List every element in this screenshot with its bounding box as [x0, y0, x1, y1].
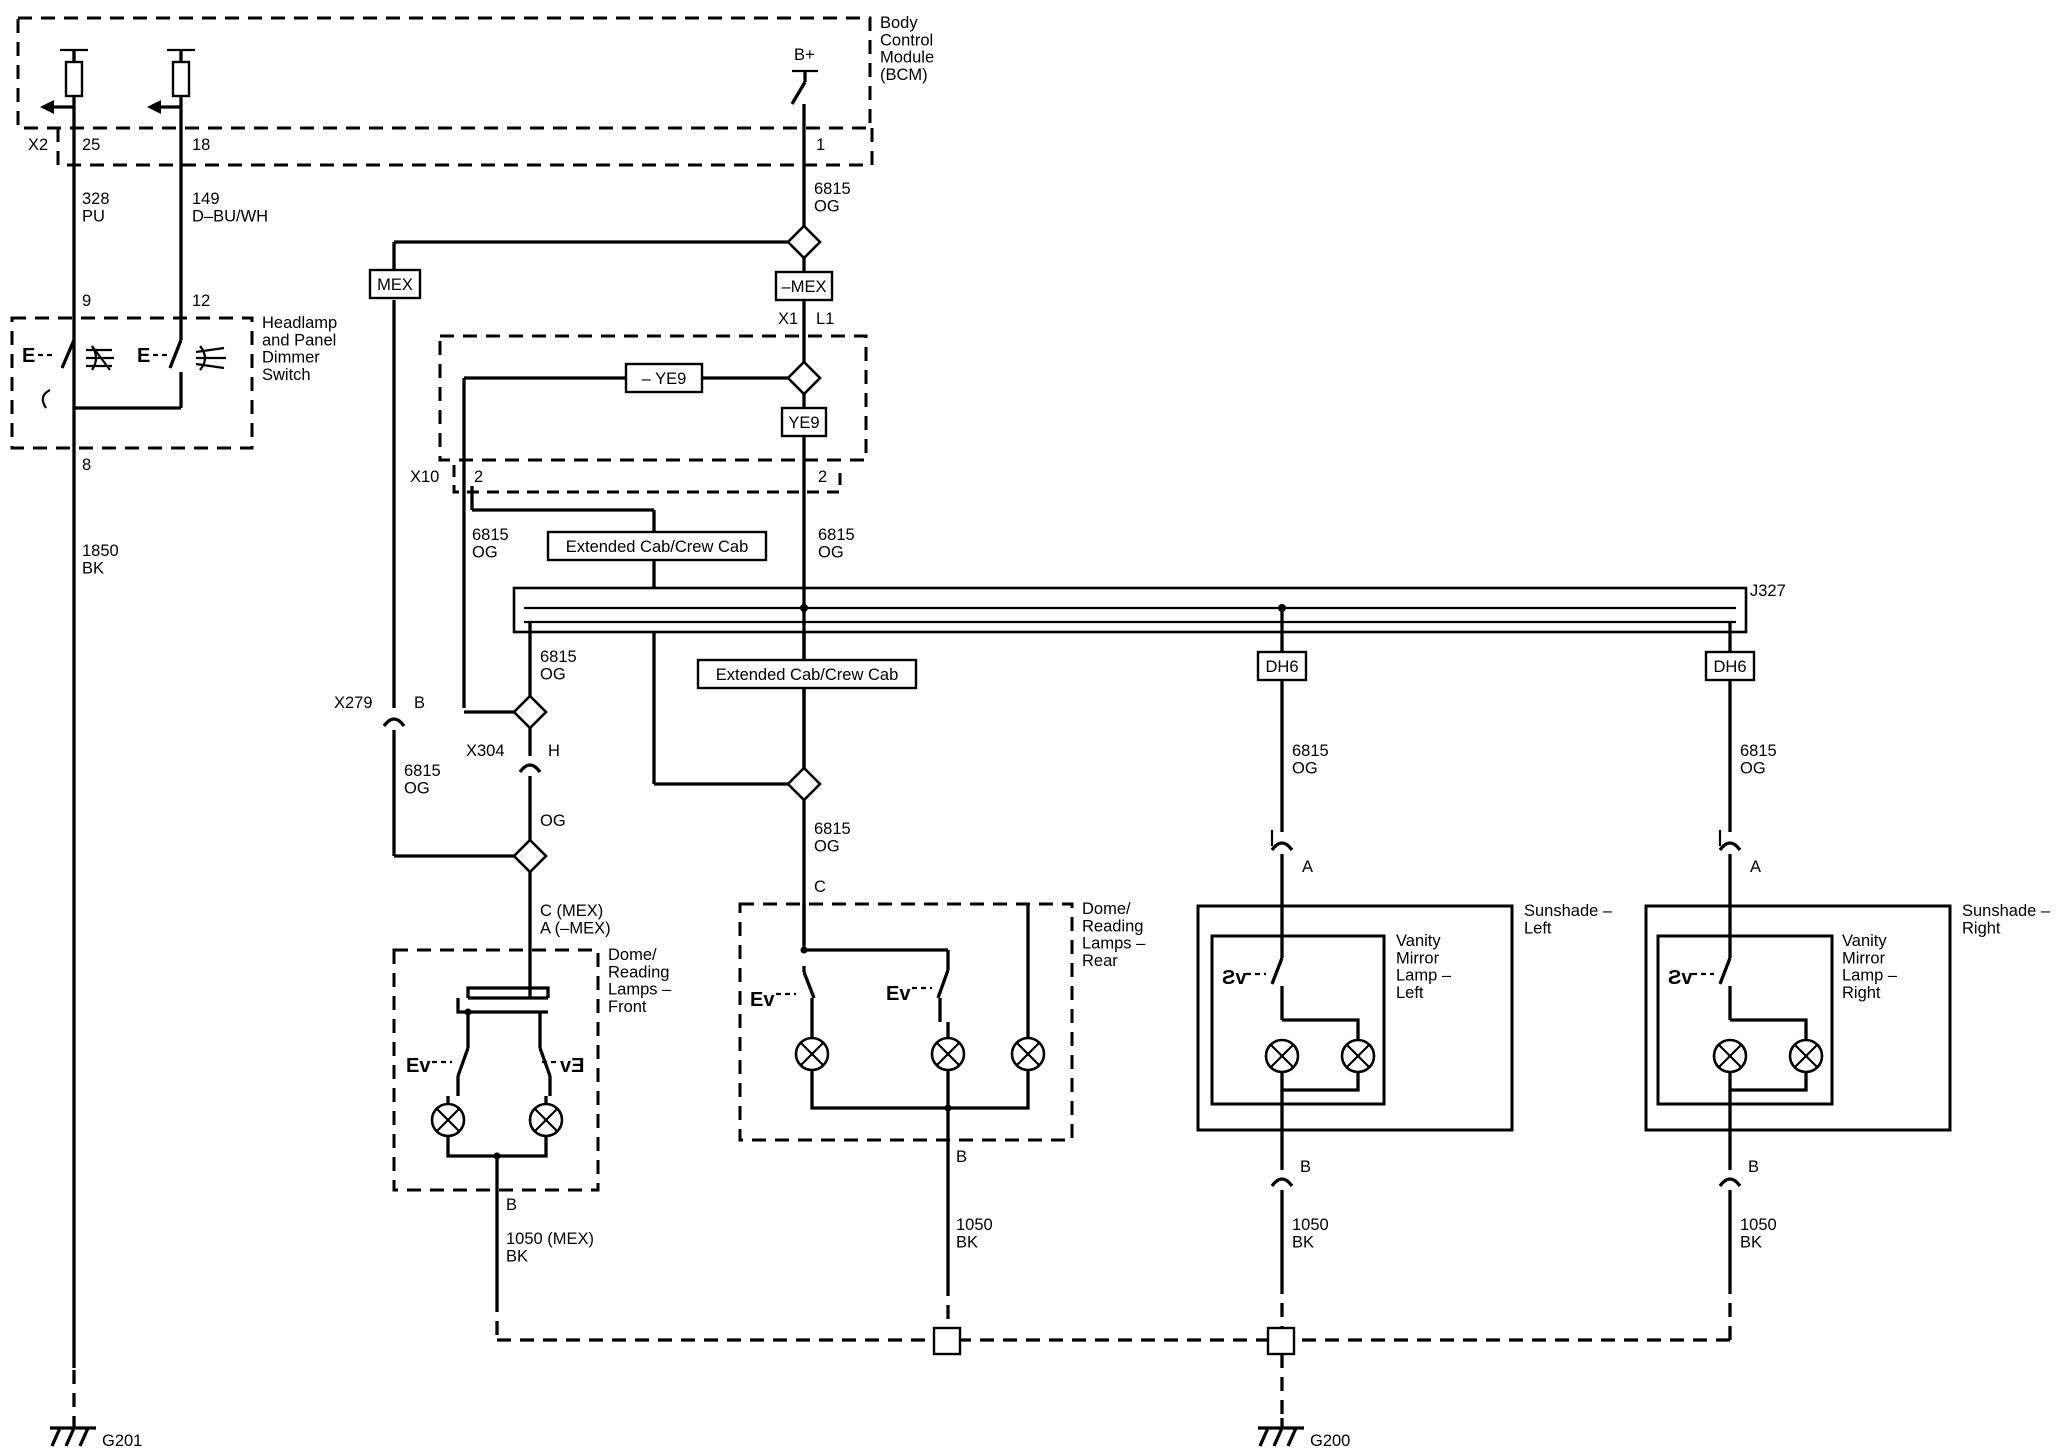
switch-symbol-ev: Ƨv	[1668, 967, 1693, 989]
x2-label: X2	[28, 136, 48, 154]
splice-rear	[786, 766, 822, 802]
wire-og-front: OG	[540, 812, 566, 830]
switch-symbol-ve: vƎ	[560, 1055, 584, 1077]
b-plus-label: B+	[794, 46, 815, 64]
x10-label: X10	[410, 468, 439, 486]
option-dh6-right: DH6	[1713, 658, 1746, 676]
ground-splice-rear	[932, 1326, 962, 1356]
lamp-icon	[1340, 1038, 1376, 1074]
front-pin-out: B	[506, 1196, 517, 1214]
x2-pin-18: 18	[192, 136, 210, 154]
x304-pin: H	[548, 742, 560, 760]
x279-label: X279	[334, 694, 373, 712]
x2-pin-25: 25	[82, 136, 100, 154]
option-cab-upper: Extended Cab/Crew Cab	[566, 538, 749, 556]
right-pin-out: B	[1748, 1158, 1759, 1176]
x10-pin-left: 2	[474, 468, 483, 486]
option-neg-ye9: – YE9	[642, 370, 687, 388]
switch-symbol-ev: Ev	[750, 989, 775, 1011]
splice-front-lower	[512, 838, 548, 874]
front-pin-in: C (MEX)A (–MEX)	[540, 902, 611, 937]
lamp-icon	[430, 1102, 466, 1138]
bcm-b-plus-switch: B+	[790, 46, 818, 128]
option-neg-mex: –MEX	[782, 278, 827, 296]
lamp-icon	[930, 1036, 966, 1072]
l1-label: L1	[816, 310, 834, 328]
bcm-driver-25	[40, 48, 88, 114]
ground-symbol-g201	[50, 1418, 96, 1447]
switch-symbol-ev: Ev	[886, 983, 911, 1005]
splice-top	[786, 224, 822, 260]
lamp-icon	[528, 1102, 564, 1138]
sunshade-right-label: Sunshade –Right	[1962, 902, 2051, 937]
left-pin-in: A	[1302, 858, 1313, 876]
x1-label: X1	[778, 310, 798, 328]
sunshade-left-label: Sunshade –Left	[1524, 902, 1613, 937]
option-cab-lower: Extended Cab/Crew Cab	[716, 666, 899, 684]
left-pin-out: B	[1300, 1158, 1311, 1176]
bcm-pin-1: 1	[816, 136, 825, 154]
option-mex: MEX	[377, 276, 413, 294]
splice-ye9	[786, 360, 822, 396]
x10-pin-right: 2	[818, 468, 827, 486]
g201-label: G201	[102, 1432, 142, 1450]
rear-pin-in: C	[814, 878, 826, 896]
g200-label: G200	[1310, 1432, 1350, 1450]
sw-e-symbol: E	[22, 345, 35, 367]
x304-label: X304	[466, 742, 505, 760]
rear-pin-out: B	[956, 1148, 967, 1166]
x279-pin: B	[414, 694, 425, 712]
sw-pin-9: 9	[82, 292, 91, 310]
sw-pin-8: 8	[82, 456, 91, 474]
lamp-icon	[1010, 1036, 1046, 1072]
right-pin-in: A	[1750, 858, 1761, 876]
option-dh6-left: DH6	[1265, 658, 1298, 676]
switch-symbol-ev: Ƨv	[1222, 967, 1247, 989]
j327-bus	[512, 586, 1748, 634]
lamp-icon	[1264, 1038, 1300, 1074]
sw-e-symbol: E	[137, 345, 150, 367]
bcm-driver-18	[147, 48, 195, 114]
lamp-icon	[1788, 1038, 1824, 1074]
lamp-icon	[794, 1036, 830, 1072]
j327-label: J327	[1750, 582, 1786, 600]
dimmer-icon	[195, 345, 226, 371]
ground-splice-left	[1266, 1326, 1296, 1356]
sw-pin-12: 12	[192, 292, 210, 310]
switch-symbol-ev: Ev	[406, 1055, 431, 1077]
ground-symbol-g200	[1258, 1418, 1304, 1447]
headlamp-icon	[86, 345, 114, 371]
wire-1050-front: 1050 (MEX)BK	[506, 1230, 594, 1265]
option-ye9: YE9	[788, 414, 819, 432]
lamp-icon	[1712, 1038, 1748, 1074]
splice-front-upper	[512, 694, 548, 730]
